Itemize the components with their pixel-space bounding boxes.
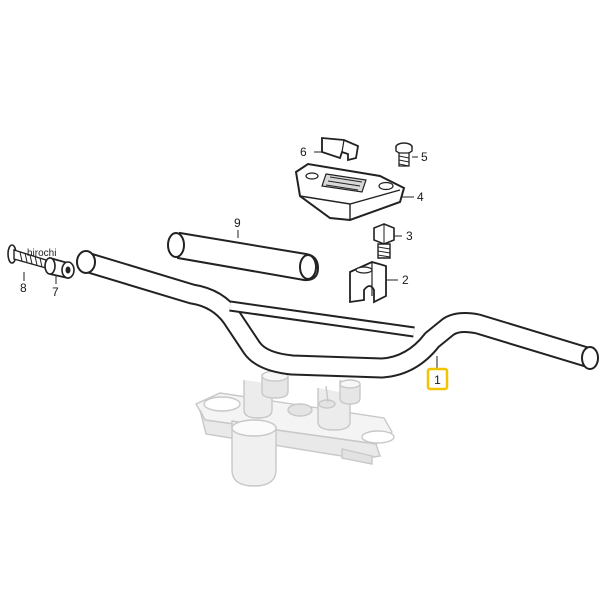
callout-4: 4	[417, 190, 424, 204]
callout-7: 7	[52, 285, 59, 299]
top-bolt	[395, 142, 413, 167]
callout-1-highlight	[426, 367, 449, 391]
clamp-bolt	[373, 223, 395, 259]
callout-3: 3	[406, 229, 413, 243]
watermark-text: hirochi	[27, 248, 56, 259]
callout-6: 6	[300, 145, 307, 159]
callout-2: 2	[402, 273, 409, 287]
callout-8: 8	[20, 281, 27, 295]
triple-clamp-ghost	[195, 370, 395, 487]
crossbar-pad	[167, 231, 320, 282]
callout-9: 9	[234, 216, 241, 230]
leader-lines	[23, 151, 438, 370]
top-clamp	[294, 162, 406, 222]
handlebar	[76, 250, 599, 379]
callout-5: 5	[421, 150, 428, 164]
clip	[321, 137, 360, 162]
lower-clamp	[349, 261, 387, 304]
bar-end-weight	[44, 256, 75, 280]
callout-1: 1	[434, 373, 441, 387]
